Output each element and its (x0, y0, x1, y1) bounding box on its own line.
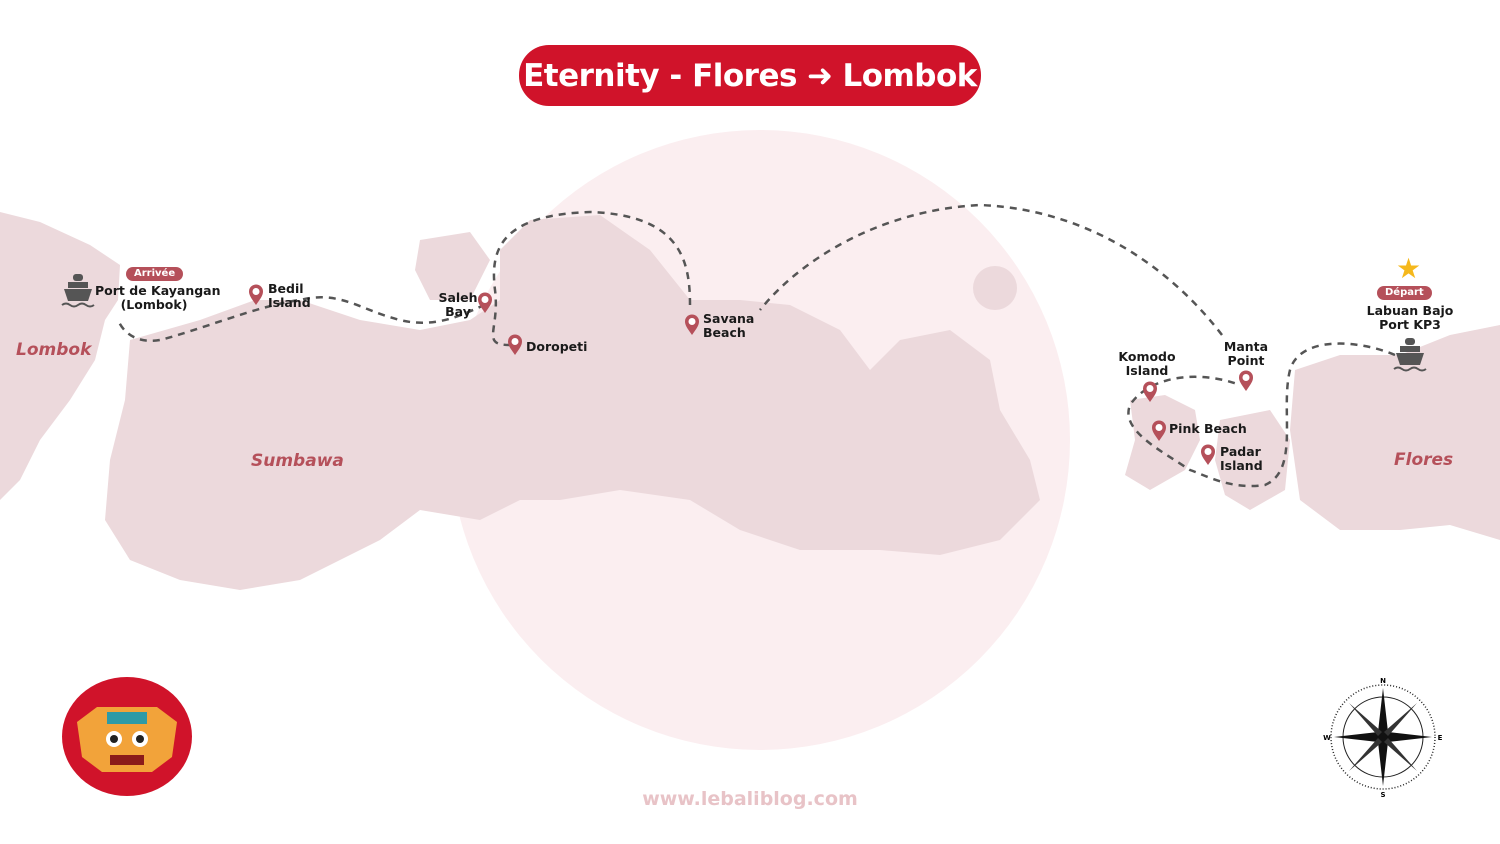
map-pin-icon[interactable] (248, 284, 264, 306)
barong-mask-logo (62, 677, 192, 796)
depart-badge: Départ (1377, 286, 1432, 300)
compass-e: E (1438, 734, 1443, 742)
title-from: Eternity - Flores (523, 57, 797, 94)
map-pin-icon[interactable] (1142, 381, 1158, 403)
sangeang-island (973, 266, 1017, 310)
sumbawa-landmass (105, 215, 1040, 590)
lombok-landmass (0, 212, 120, 500)
map-pin-icon[interactable] (477, 292, 493, 314)
footer-url[interactable]: www.lebaliblog.com (642, 788, 858, 810)
arrow-right-icon: ➜ (806, 57, 833, 94)
ship-icon (1393, 338, 1427, 372)
star-icon: ★ (1396, 252, 1422, 285)
compass-n: N (1380, 677, 1386, 685)
rinca-island (1215, 410, 1290, 510)
map-pin-icon[interactable] (1238, 370, 1254, 392)
compass-rose-icon: N E S W (1323, 677, 1443, 798)
sumbawa-north-island (415, 232, 490, 300)
compass-w: W (1323, 734, 1331, 742)
arrivee-badge: Arrivée (126, 267, 184, 281)
map-pin-icon[interactable] (684, 314, 700, 336)
title-to: Lombok (842, 57, 977, 94)
end-label: Port de Kayangan(Lombok) (95, 283, 221, 312)
stop-label-pink-beach: Pink Beach (1169, 421, 1247, 436)
stop-label-doropeti: Doropeti (526, 339, 588, 354)
route-title: Eternity - Flores ➜ Lombok (519, 45, 981, 106)
ship-icon (61, 274, 95, 308)
flores-landmass (1290, 325, 1500, 540)
region-flores: Flores (1394, 450, 1454, 470)
map-pin-icon[interactable] (1151, 420, 1167, 442)
compass-s: S (1380, 791, 1385, 798)
map-pin-icon[interactable] (1200, 444, 1216, 466)
map-pin-icon[interactable] (507, 334, 523, 356)
region-lombok: Lombok (16, 340, 92, 360)
region-sumbawa: Sumbawa (251, 451, 344, 471)
komodo-island (1125, 395, 1200, 490)
